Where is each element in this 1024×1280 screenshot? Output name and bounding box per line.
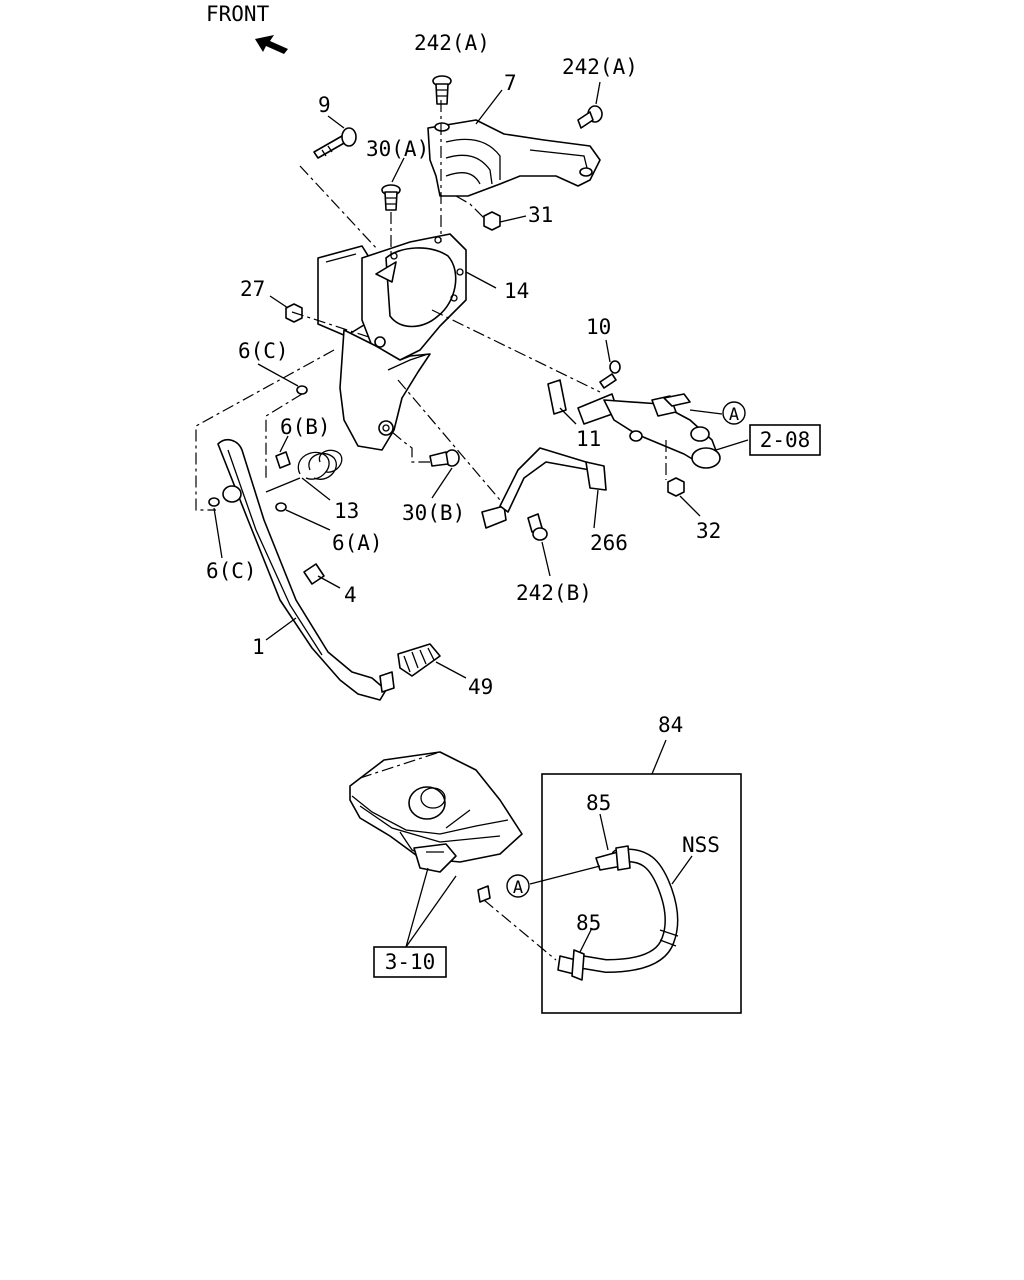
callout-27: 27: [240, 277, 265, 301]
part-266-bracket: [481, 447, 607, 529]
callout-9: 9: [318, 93, 331, 117]
callout-242a-right: 242(A): [562, 55, 638, 79]
connector-a-lower-label: A: [513, 878, 523, 898]
front-label: FRONT: [206, 2, 270, 26]
callout-1: 1: [252, 635, 265, 659]
part-14-pedal-bracket: [317, 233, 467, 451]
arrow-up-left-icon: [255, 35, 288, 54]
callout-32: 32: [696, 519, 721, 543]
part-84-hose-kit-box: [541, 773, 742, 1014]
callout-10: 10: [586, 315, 611, 339]
assembly-lines-upper: [195, 100, 667, 511]
part-30a-bolt: [381, 184, 401, 211]
callout-242a-top: 242(A): [414, 31, 490, 55]
callout-30b: 30(B): [402, 501, 465, 525]
part-31-nut: [483, 211, 501, 231]
part-4-stopper: [303, 563, 325, 585]
callout-242b: 242(B): [516, 581, 592, 605]
reference-box-3-10: 3-10: [373, 946, 447, 978]
part-7-upper-bracket: [427, 119, 601, 197]
callout-11: 11: [576, 427, 601, 451]
part-6b-clip: [275, 451, 291, 469]
callout-7: 7: [504, 71, 517, 95]
part-242a-bolt-right: [577, 105, 603, 129]
callout-31: 31: [528, 203, 553, 227]
callout-84: 84: [658, 713, 683, 737]
assembly-line-lower: [483, 899, 557, 961]
callout-13: 13: [334, 499, 359, 523]
callout-6b: 6(B): [280, 415, 331, 439]
part-32-nut: [667, 477, 685, 497]
part-49-pedal-pad: [397, 643, 441, 677]
callout-6c-lower: 6(C): [206, 559, 257, 583]
reference-3-10-label: 3-10: [385, 950, 436, 974]
part-1-clutch-pedal-arm: [217, 438, 395, 701]
callout-85-upper: 85: [586, 791, 611, 815]
reference-2-08-label: 2-08: [760, 428, 811, 452]
part-30b-bolt: [429, 449, 460, 467]
part-10-bolt: [599, 360, 621, 389]
callout-6a: 6(A): [332, 531, 383, 555]
callout-266: 266: [590, 531, 628, 555]
callout-49: 49: [468, 675, 493, 699]
callout-6c-upper: 6(C): [238, 339, 289, 363]
part-6c-bushing-lower: [208, 497, 220, 507]
reservoir-tank-assembly: [349, 751, 523, 903]
leader-lines-lower: [529, 739, 693, 953]
callout-85-lower: 85: [576, 911, 601, 935]
part-9-bolt: [313, 127, 357, 159]
connector-a-upper: A: [722, 401, 746, 425]
part-6a-bushing: [275, 502, 287, 512]
callout-30a: 30(A): [366, 137, 429, 161]
callout-14: 14: [504, 279, 529, 303]
part-6c-bushing-upper: [296, 385, 308, 395]
reference-box-2-08: 2-08: [749, 424, 821, 456]
part-11-clip: [547, 379, 567, 415]
part-13-return-spring: [265, 449, 343, 493]
clutch-master-cylinder: [577, 393, 721, 469]
leader-lines-upper: [213, 81, 749, 679]
part-242b-bolt: [527, 513, 548, 541]
callout-4: 4: [344, 583, 357, 607]
leader-3-10: [405, 867, 457, 948]
connector-a-lower: A: [506, 874, 530, 898]
part-242a-bolt-top: [432, 75, 452, 105]
callout-nss: NSS: [682, 833, 720, 857]
connector-a-upper-label: A: [729, 405, 739, 425]
